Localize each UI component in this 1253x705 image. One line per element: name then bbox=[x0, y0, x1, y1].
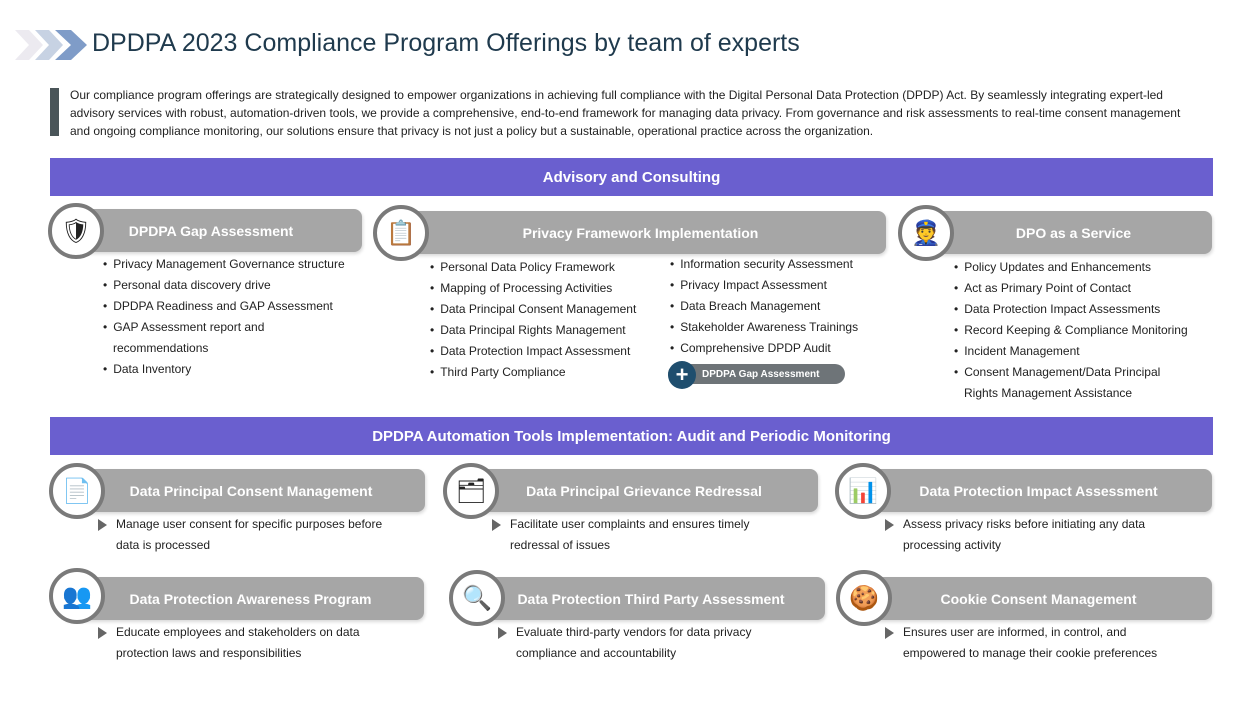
cookie-consent-desc: Ensures user are informed, in control, a… bbox=[885, 622, 1185, 664]
list-item: Record Keeping & Compliance Monitoring bbox=[954, 320, 1187, 341]
consent-document-icon: 📄 bbox=[49, 463, 105, 519]
list-item: Data Protection Impact Assessments bbox=[954, 299, 1188, 320]
impact-assessment-header: Data Protection Impact Assessment bbox=[850, 469, 1212, 512]
list-item: Privacy Impact Assessment bbox=[670, 275, 858, 296]
awareness-program-desc: Educate employees and stakeholders on da… bbox=[98, 622, 398, 664]
list-item: Comprehensive DPDP Audit bbox=[670, 338, 858, 359]
desc-text: Manage user consent for specific purpose… bbox=[116, 517, 383, 552]
list-item: Privacy Management Governance structure bbox=[103, 254, 344, 275]
grievance-dashboard-icon: 🗂 bbox=[443, 463, 499, 519]
cookie-document-icon: 🍪 bbox=[836, 570, 892, 626]
list-item: Consent Management/Data Principal bbox=[954, 362, 1188, 383]
list-item: Mapping of Processing Activities bbox=[430, 278, 636, 299]
list-item: Incident Management bbox=[954, 341, 1188, 362]
list-item: Data Protection Impact Assessment bbox=[430, 341, 636, 362]
report-chart-icon: 📊 bbox=[835, 463, 891, 519]
list-item: Personal Data Policy Framework bbox=[430, 257, 636, 278]
triangle-bullet-icon bbox=[498, 627, 507, 639]
third-party-assessment-header: Data Protection Third Party Assessment bbox=[462, 577, 825, 620]
checklist-icon: 📋 bbox=[373, 205, 429, 261]
gap-assessment-list: Privacy Management Governance structure … bbox=[103, 254, 345, 380]
plus-icon[interactable]: + bbox=[668, 361, 696, 389]
consent-management-header: Data Principal Consent Management bbox=[62, 469, 425, 512]
third-party-assessment-desc: Evaluate third-party vendors for data pr… bbox=[498, 622, 798, 664]
privacy-framework-list-2: Information security Assessment Privacy … bbox=[670, 254, 858, 359]
triangle-bullet-icon bbox=[98, 519, 107, 531]
dpo-service-header: DPO as a Service bbox=[925, 211, 1212, 254]
training-presentation-icon: 👥 bbox=[49, 568, 105, 624]
list-item: Data Principal Consent Management bbox=[430, 299, 636, 320]
list-item: Data Breach Management bbox=[670, 296, 858, 317]
advisory-banner: Advisory and Consulting bbox=[50, 158, 1213, 196]
triangle-bullet-icon bbox=[885, 627, 894, 639]
desc-text: Evaluate third-party vendors for data pr… bbox=[516, 625, 752, 660]
privacy-framework-list-1: Personal Data Policy Framework Mapping o… bbox=[430, 257, 636, 383]
cookie-consent-header: Cookie Consent Management bbox=[850, 577, 1212, 620]
security-officer-icon: 👮 bbox=[898, 205, 954, 261]
list-item: Rights Management Assistance bbox=[964, 386, 1133, 400]
list-item: DPDPA Readiness and GAP Assessment bbox=[103, 296, 345, 317]
desc-text: Facilitate user complaints and ensures t… bbox=[510, 517, 750, 552]
list-item: Information security Assessment bbox=[670, 254, 858, 275]
list-item: recommendations bbox=[113, 341, 209, 355]
list-item: Third Party Compliance bbox=[430, 362, 636, 383]
list-item: GAP Assessment report and bbox=[103, 317, 345, 338]
impact-assessment-desc: Assess privacy risks before initiating a… bbox=[885, 514, 1185, 556]
chevron-arrows-icon bbox=[15, 30, 87, 60]
list-item: Data Principal Rights Management bbox=[430, 320, 636, 341]
triangle-bullet-icon bbox=[492, 519, 501, 531]
consent-management-desc: Manage user consent for specific purpose… bbox=[98, 514, 398, 556]
intro-accent-bar bbox=[50, 88, 59, 136]
shield-check-icon: 🛡 bbox=[48, 203, 104, 259]
intro-paragraph: Our compliance program offerings are str… bbox=[70, 88, 1181, 138]
list-item: Policy Updates and Enhancements bbox=[954, 257, 1188, 278]
gap-assessment-header: DPDPA Gap Assessment bbox=[60, 209, 362, 252]
gap-assessment-addon-button[interactable]: DPDPA Gap Assessment bbox=[668, 364, 845, 384]
privacy-framework-header: Privacy Framework Implementation bbox=[395, 211, 886, 254]
page-title: DPDPA 2023 Compliance Program Offerings … bbox=[92, 29, 800, 57]
list-item: Personal data discovery drive bbox=[103, 275, 345, 296]
desc-text: Educate employees and stakeholders on da… bbox=[116, 625, 360, 660]
grievance-redressal-desc: Facilitate user complaints and ensures t… bbox=[492, 514, 792, 556]
dpo-service-list: Policy Updates and Enhancements Act as P… bbox=[954, 257, 1188, 404]
desc-text: Assess privacy risks before initiating a… bbox=[903, 517, 1146, 552]
list-item: Stakeholder Awareness Trainings bbox=[670, 317, 858, 338]
desc-text: Ensures user are informed, in control, a… bbox=[903, 625, 1158, 660]
automation-banner: DPDPA Automation Tools Implementation: A… bbox=[50, 417, 1213, 455]
grievance-redressal-header: Data Principal Grievance Redressal bbox=[455, 469, 818, 512]
list-item: Act as Primary Point of Contact bbox=[954, 278, 1188, 299]
list-item: Data Inventory bbox=[103, 359, 345, 380]
triangle-bullet-icon bbox=[885, 519, 894, 531]
vendor-search-icon: 🔍 bbox=[449, 570, 505, 626]
awareness-program-header: Data Protection Awareness Program bbox=[62, 577, 424, 620]
triangle-bullet-icon bbox=[98, 627, 107, 639]
